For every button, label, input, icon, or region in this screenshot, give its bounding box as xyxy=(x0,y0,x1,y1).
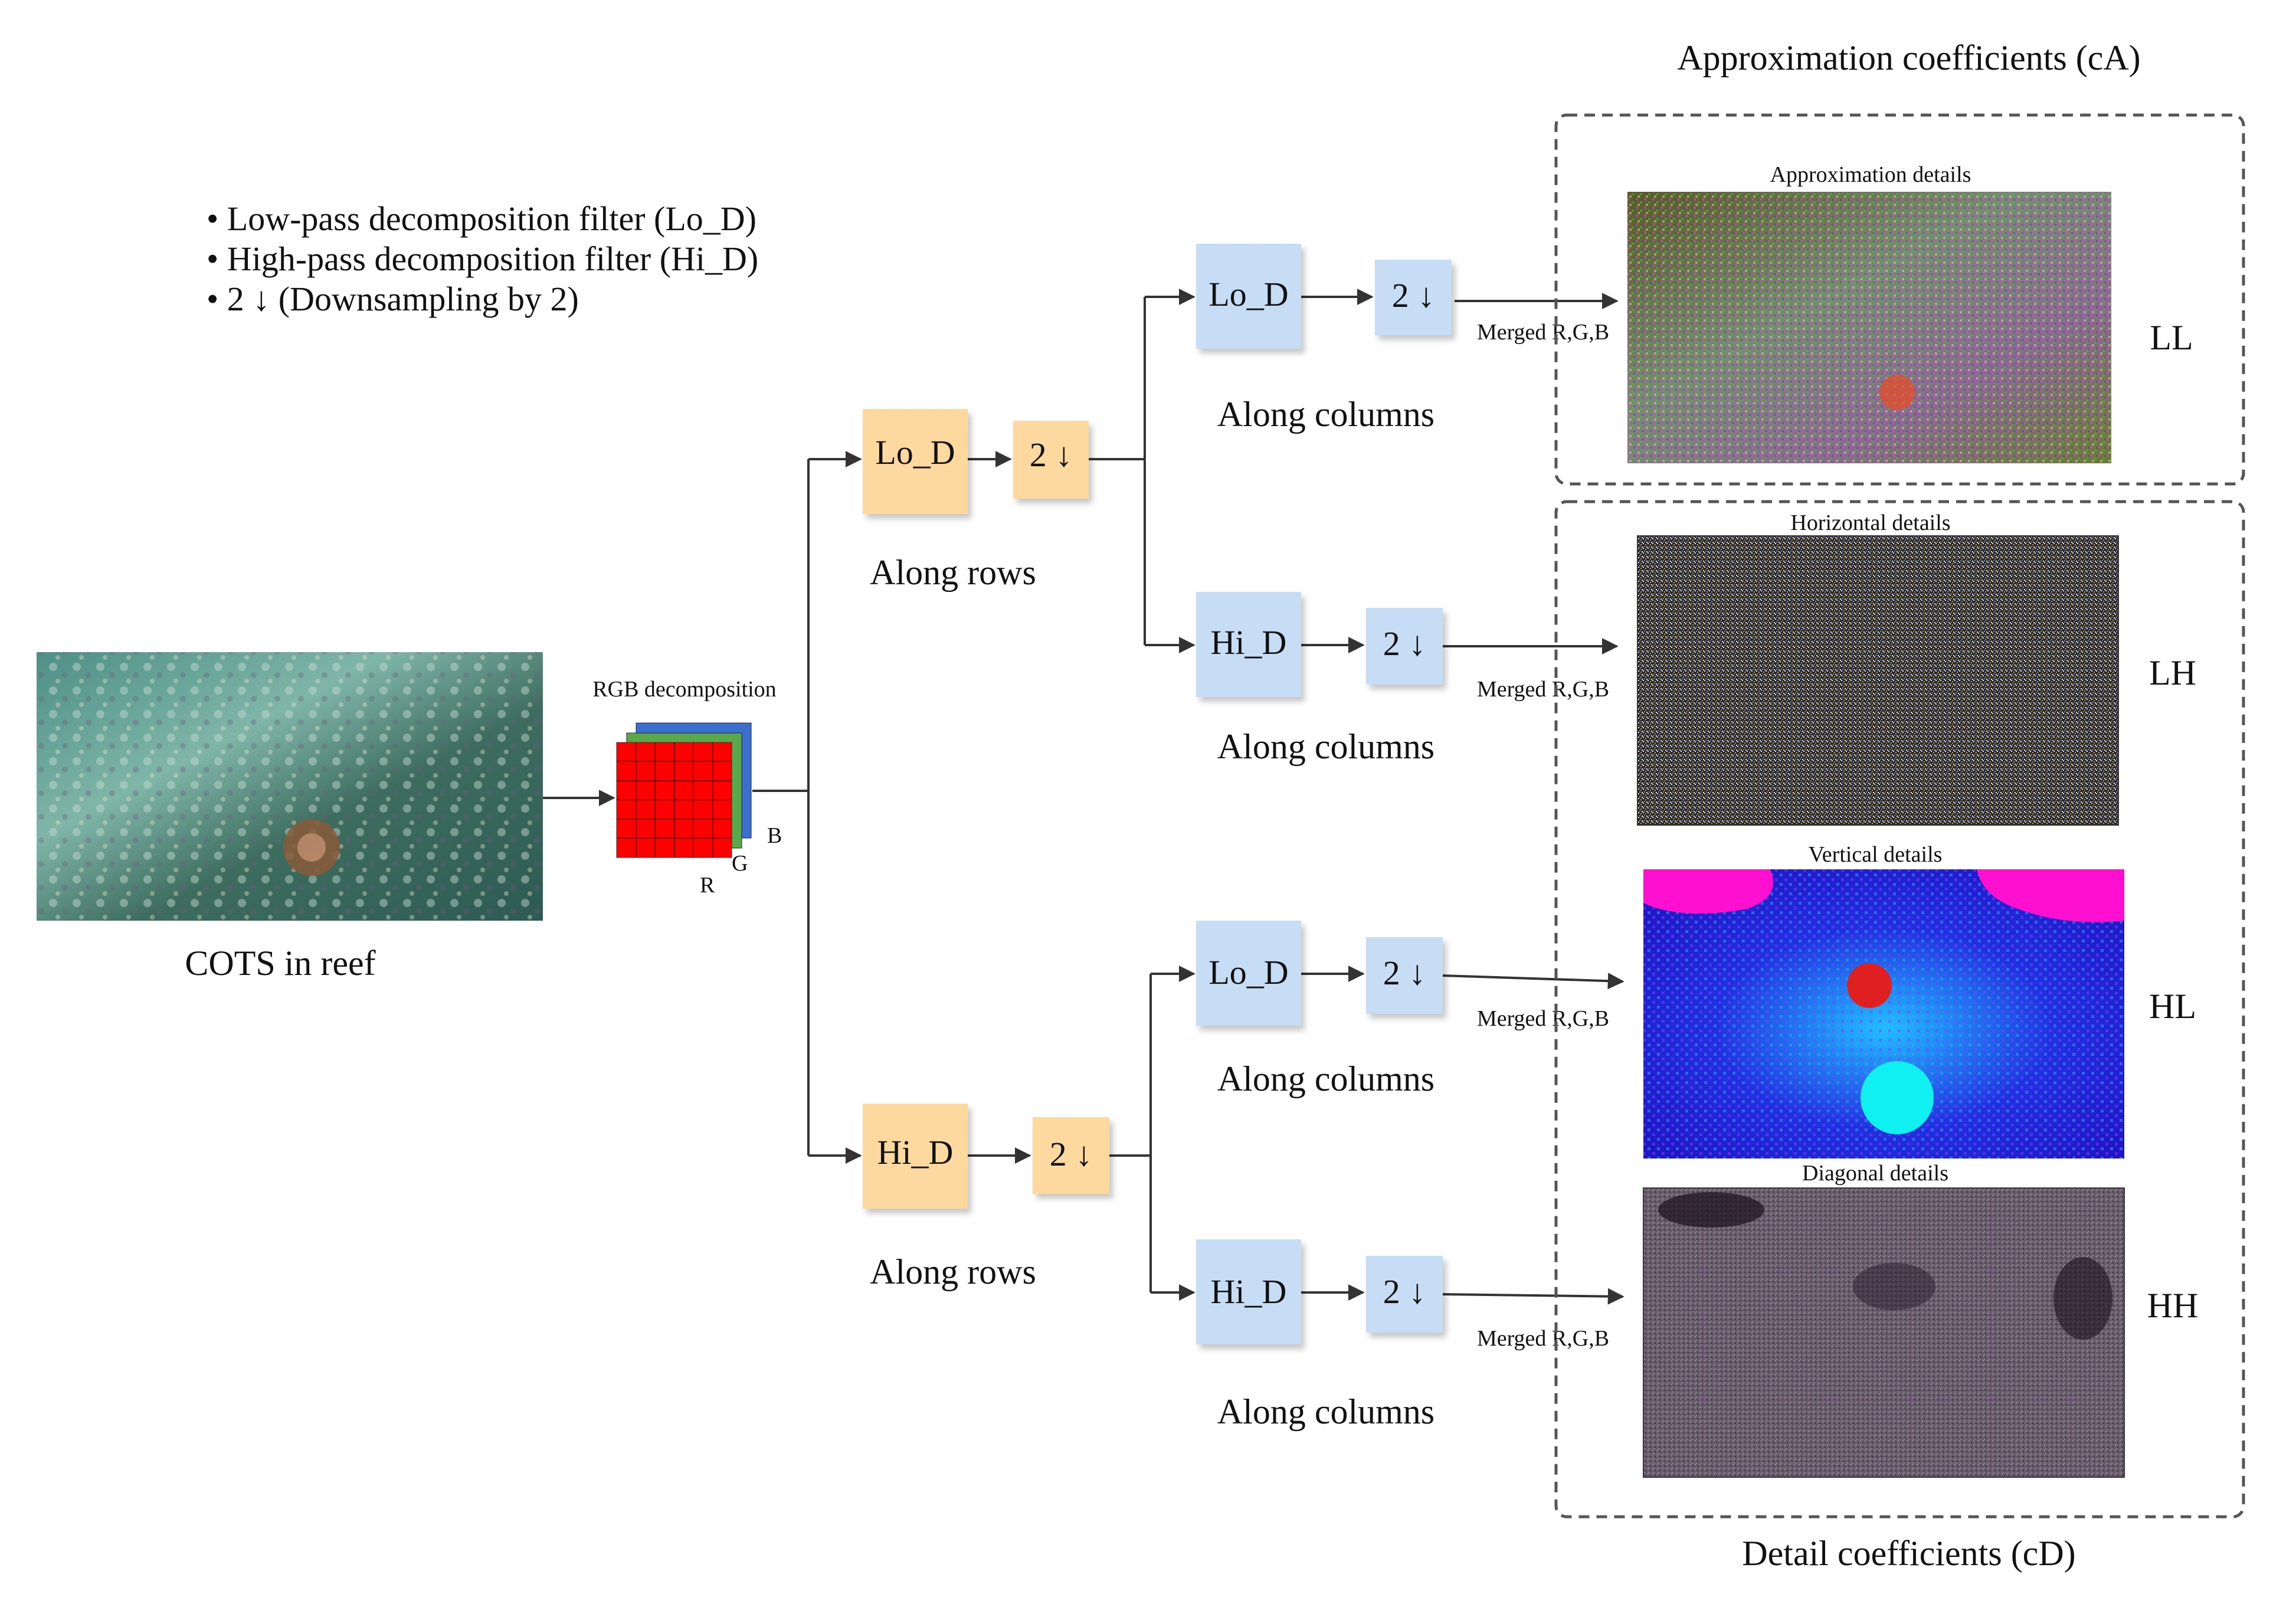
stage1-hi-note: Along rows xyxy=(870,1252,1036,1291)
stage1-hi-label: Hi_D xyxy=(877,1133,954,1171)
stage1-hi-down-label: 2 ↓ xyxy=(1050,1135,1093,1173)
approx-group-title: Approximation coefficients (cA) xyxy=(1677,38,2140,77)
stage1-lo-note: Along rows xyxy=(870,553,1036,592)
ll-note: Along columns xyxy=(1217,395,1434,434)
lh-note: Along columns xyxy=(1217,727,1434,766)
approx-group-box xyxy=(1554,113,2245,486)
rgb-title: RGB decomposition xyxy=(592,677,776,702)
ll-lo-filter: Lo_D xyxy=(1196,244,1301,349)
lh-down-label: 2 ↓ xyxy=(1383,624,1426,663)
legend-item-down: • 2 ↓ (Downsampling by 2) xyxy=(207,280,579,318)
legend-item-lo: • Low-pass decomposition filter (Lo_D) xyxy=(207,199,756,238)
hl-note: Along columns xyxy=(1217,1059,1434,1098)
input-photo xyxy=(37,652,543,921)
output-image-hl xyxy=(1643,869,2124,1159)
hh-note: Along columns xyxy=(1217,1392,1434,1431)
lh-hi-label: Hi_D xyxy=(1211,623,1287,662)
hl-lo-filter: Lo_D xyxy=(1196,921,1301,1026)
output-image-ll xyxy=(1627,192,2111,463)
lh-downsample: 2 ↓ xyxy=(1366,608,1443,685)
output-tag-hh: HH xyxy=(2147,1286,2199,1325)
stage1-lo-downsample: 2 ↓ xyxy=(1013,421,1089,499)
legend: • Low-pass decomposition filter (Lo_D) •… xyxy=(207,199,758,318)
output-title-lh: Horizontal details xyxy=(1790,511,1950,535)
hl-downsample: 2 ↓ xyxy=(1366,937,1443,1014)
legend-item-hi: • High-pass decomposition filter (Hi_D) xyxy=(207,240,758,278)
output-tag-ll: LL xyxy=(2150,318,2193,357)
output-tag-hl: HL xyxy=(2149,987,2196,1026)
stage1-lo-down-label: 2 ↓ xyxy=(1030,436,1073,474)
hh-downsample: 2 ↓ xyxy=(1366,1256,1443,1333)
merge-label-lh: Merged R,G,B xyxy=(1477,677,1609,702)
merge-label-hl: Merged R,G,B xyxy=(1477,1006,1609,1031)
hl-lo-label: Lo_D xyxy=(1208,953,1288,991)
stage1-hi-filter: Hi_D xyxy=(863,1104,968,1209)
hh-hi-label: Hi_D xyxy=(1211,1272,1287,1311)
detail-group-title: Detail coefficients (cD) xyxy=(1742,1534,2075,1573)
ll-lo-label: Lo_D xyxy=(1208,275,1288,313)
output-title-hl: Vertical details xyxy=(1809,842,1943,867)
merge-label-hh: Merged R,G,B xyxy=(1477,1326,1609,1351)
stage1-hi-downsample: 2 ↓ xyxy=(1033,1117,1109,1194)
stage1-lo-filter: Lo_D xyxy=(863,409,968,514)
hl-down-label: 2 ↓ xyxy=(1383,954,1426,992)
connectors xyxy=(752,289,1624,1305)
lh-hi-filter: Hi_D xyxy=(1196,592,1301,697)
rgb-stack xyxy=(616,722,752,858)
output-tag-lh: LH xyxy=(2149,653,2196,692)
merge-label-ll: Merged R,G,B xyxy=(1477,320,1609,345)
ll-down-label: 2 ↓ xyxy=(1392,276,1435,315)
ll-downsample: 2 ↓ xyxy=(1375,260,1452,335)
rgb-label-b: B xyxy=(767,823,782,848)
rgb-label-r: R xyxy=(700,873,715,898)
output-title-ll: Approximation details xyxy=(1770,162,1971,187)
output-image-lh xyxy=(1637,535,2119,826)
input-caption: COTS in reef xyxy=(185,944,375,983)
output-title-hh: Diagonal details xyxy=(1802,1161,1948,1186)
rgb-label-g: G xyxy=(732,851,748,876)
output-image-hh xyxy=(1643,1187,2125,1478)
stage1-lo-label: Lo_D xyxy=(875,433,955,472)
detail-group-box xyxy=(1554,500,2245,1519)
hh-hi-filter: Hi_D xyxy=(1196,1239,1301,1344)
hh-down-label: 2 ↓ xyxy=(1383,1272,1426,1311)
